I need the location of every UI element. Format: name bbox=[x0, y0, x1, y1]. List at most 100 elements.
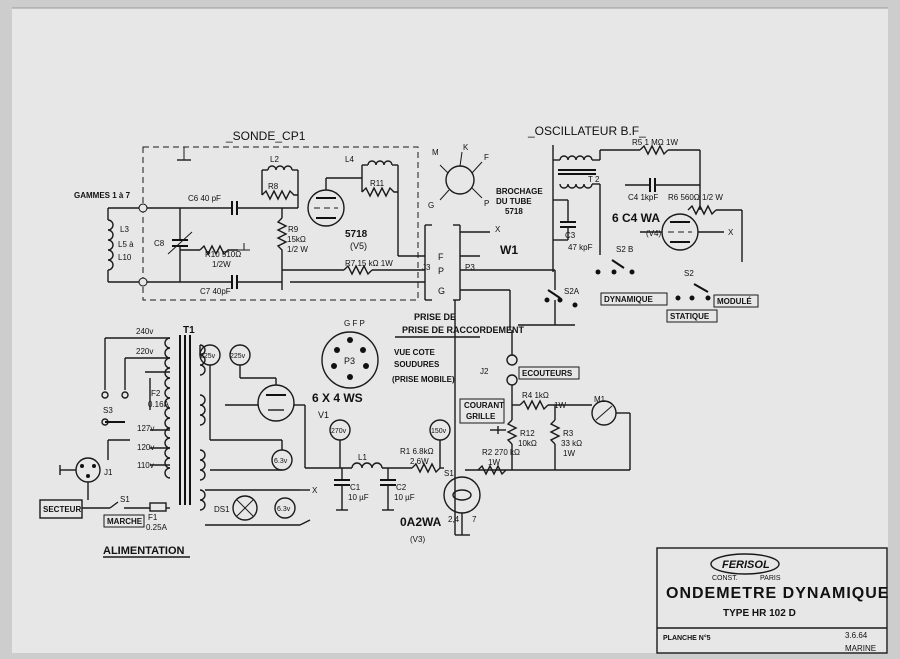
label-r5: R5 1 MΩ 1W bbox=[632, 138, 678, 147]
label-r3-watt: 1W bbox=[563, 449, 575, 458]
label-c3-value: 47 kpF bbox=[568, 243, 593, 252]
connector-p3-face bbox=[321, 331, 379, 389]
label-r6: R6 560Ω 1/2 W bbox=[668, 193, 723, 202]
gammes-label: GAMMES 1 à 7 bbox=[74, 191, 131, 200]
label-c3: C3 bbox=[565, 231, 576, 240]
label-r4-watt: 1W bbox=[554, 401, 566, 410]
label-c2: C2 bbox=[396, 483, 407, 492]
label-s2: S2 bbox=[684, 269, 694, 278]
tap-110v: 110v bbox=[137, 461, 154, 470]
alimentation-title: ALIMENTATION bbox=[103, 545, 185, 557]
coil-l3 bbox=[107, 219, 114, 271]
label-l3: L3 bbox=[120, 225, 129, 234]
ferisol-logo bbox=[710, 553, 780, 575]
oscillateur-title: _OSCILLATEUR B.F_ bbox=[527, 124, 646, 138]
p3-face-label: P3 bbox=[344, 356, 355, 366]
meter-circuit: J2 ECOUTEURS COURANT GRILLE R4 1kΩ 1W M1… bbox=[459, 330, 631, 476]
connector-j3-p3: F P G J3 P3 W1 X bbox=[422, 224, 555, 330]
drawing-type: TYPE HR 102 D bbox=[723, 608, 796, 619]
label-r4: R4 1kΩ bbox=[522, 391, 549, 400]
label-v1: V1 bbox=[318, 410, 329, 420]
label-x-top: X bbox=[495, 225, 501, 234]
brand-const: CONST. bbox=[712, 575, 738, 582]
pinout-g: G bbox=[428, 201, 434, 210]
drawing-title: ONDEMETRE DYNAMIQUE bbox=[666, 585, 889, 602]
svg-text:S1: S1 bbox=[120, 495, 130, 504]
label-c8: C8 bbox=[154, 239, 165, 248]
tap-240v: 240v bbox=[136, 327, 153, 336]
label-v1-type: 6 X 4 WS bbox=[312, 391, 363, 405]
drawing-marine: MARINE bbox=[845, 644, 876, 653]
tube-pinout-5718: M K F G P BROCHAGE DU TUBE 5718 bbox=[428, 143, 543, 216]
label-ecouteurs: ECOUTEURS bbox=[522, 369, 573, 378]
svg-text:7: 7 bbox=[472, 515, 477, 524]
coil-t1-primary bbox=[164, 337, 171, 479]
label-t1: T1 bbox=[183, 325, 195, 336]
label-c2-value: 10 µF bbox=[394, 493, 415, 502]
brand-name: FERISOL bbox=[722, 559, 770, 571]
mode-statique: STATIQUE bbox=[670, 312, 710, 321]
label-f1-rating: 0.25A bbox=[146, 523, 168, 532]
label-150v: 150v bbox=[431, 428, 447, 435]
pin-f: F bbox=[438, 252, 444, 262]
brochage-label-2: DU TUBE bbox=[496, 197, 532, 206]
label-r1: R1 6.8kΩ bbox=[400, 447, 434, 456]
label-v4: (V4) bbox=[646, 229, 661, 238]
label-r8: R8 bbox=[268, 182, 279, 191]
label-s3: S3 bbox=[103, 406, 113, 415]
alimentation-block: ALIMENTATION T1 240v 220v 127v 120v 110v… bbox=[39, 325, 451, 558]
drawing-date: 3.6.64 bbox=[845, 631, 868, 640]
prise-label-1: PRISE DE bbox=[414, 312, 456, 322]
brand-paris: PARIS bbox=[760, 575, 781, 582]
label-l4: L4 bbox=[345, 155, 354, 164]
label-v5: (V5) bbox=[350, 241, 367, 251]
prise-label: PRISE DE RACCORDEMENT bbox=[402, 325, 525, 335]
paper-sheet bbox=[12, 8, 888, 653]
coil-t1-secondary bbox=[199, 344, 206, 511]
label-6-3v-a: 6.3v bbox=[274, 458, 288, 465]
label-s1: S1 bbox=[444, 469, 454, 478]
pin-g: G bbox=[438, 286, 445, 296]
tap-220v: 220v bbox=[136, 347, 153, 356]
label-j3: J3 bbox=[422, 263, 431, 272]
label-6-3v-b: 6.3v bbox=[277, 506, 291, 513]
label-f2-rating: 0.16A bbox=[148, 400, 170, 409]
label-r7: R7 15 kΩ 1W bbox=[345, 259, 393, 268]
meter-6-3v-b bbox=[274, 497, 296, 519]
label-c1-value: 10 µF bbox=[348, 493, 369, 502]
label-v3: (V3) bbox=[410, 535, 425, 544]
label-r9: R9 bbox=[288, 225, 299, 234]
label-v5-type: 5718 bbox=[345, 229, 368, 240]
label-c6: C6 40 pF bbox=[188, 194, 221, 203]
lamp-ds1 bbox=[232, 495, 258, 521]
sonde-block: _SONDE_CP1 GAMMES 1 à 7 L3 L5 à L10 C6 4… bbox=[74, 129, 425, 301]
label-r1-watt: 2.6W bbox=[410, 457, 429, 466]
sonde-title: _SONDE_CP1 bbox=[225, 129, 306, 143]
vue-cote-label: VUE COTE bbox=[394, 348, 436, 357]
tap-120v: 120v bbox=[137, 443, 154, 452]
label-t2: T 2 bbox=[588, 175, 600, 184]
label-r3-value: 33 kΩ bbox=[561, 439, 582, 448]
pin-p: P bbox=[438, 266, 444, 276]
label-225v-a: 225v bbox=[200, 353, 216, 360]
label-225v-b: 225v bbox=[230, 353, 246, 360]
label-s2b: S2 B bbox=[616, 245, 633, 254]
prise-raccordement: PRISE DE PRISE DE RACCORDEMENT P3 G F P … bbox=[321, 300, 525, 535]
label-r12: R12 bbox=[520, 429, 535, 438]
label-c7: C7 40pF bbox=[200, 287, 231, 296]
vue-cote-label-2: SOUDURES bbox=[394, 360, 440, 369]
label-j2: J2 bbox=[480, 367, 489, 376]
label-secteur: SECTEUR bbox=[43, 505, 81, 514]
brochage-label: BROCHAGE bbox=[496, 187, 543, 196]
label-r3: R3 bbox=[563, 429, 574, 438]
pinout-f: F bbox=[484, 153, 489, 162]
label-courant: COURANT bbox=[464, 401, 504, 410]
label-ds1: DS1 bbox=[214, 505, 230, 514]
mode-dynamique: DYNAMIQUE bbox=[604, 295, 654, 304]
mode-module: MODULÉ bbox=[717, 297, 752, 306]
label-w1: W1 bbox=[500, 243, 518, 257]
label-f2: F2 bbox=[151, 389, 161, 398]
label-r10-watt: 1/2W bbox=[212, 260, 231, 269]
label-r2-watt: 1W bbox=[488, 458, 500, 467]
label-r10: R10 510Ω bbox=[205, 250, 241, 259]
